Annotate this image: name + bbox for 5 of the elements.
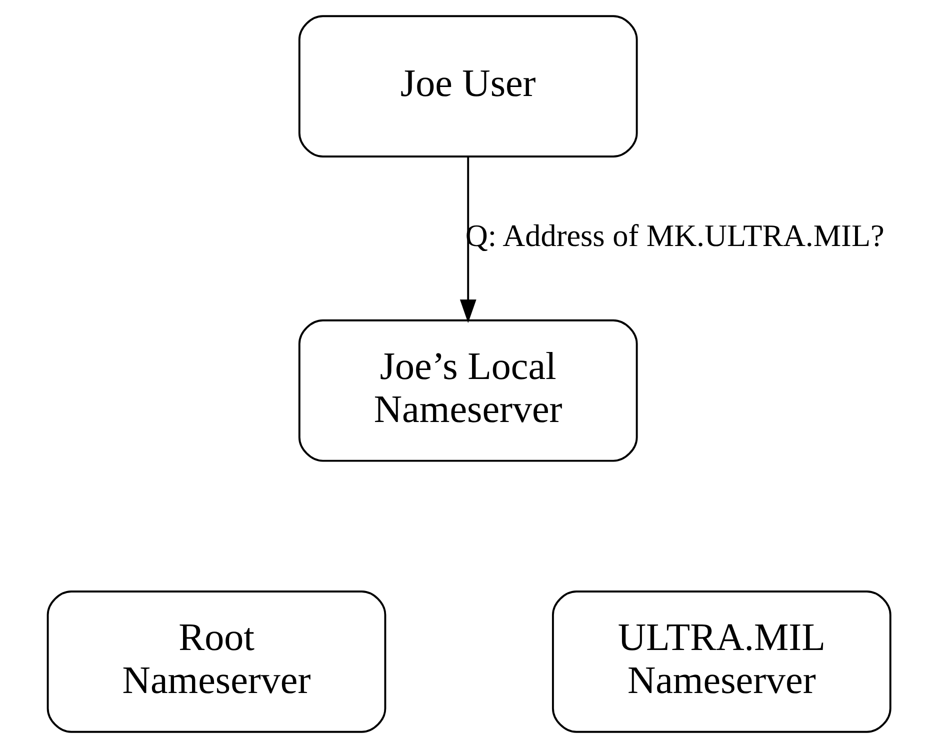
node-box: ULTRA.MIL Nameserver	[552, 590, 892, 733]
node-box: Joe’s Local Nameserver	[298, 319, 638, 462]
arrow	[460, 157, 476, 323]
node-box: Root Nameserver	[46, 590, 386, 733]
node-box: Joe User	[298, 15, 638, 158]
